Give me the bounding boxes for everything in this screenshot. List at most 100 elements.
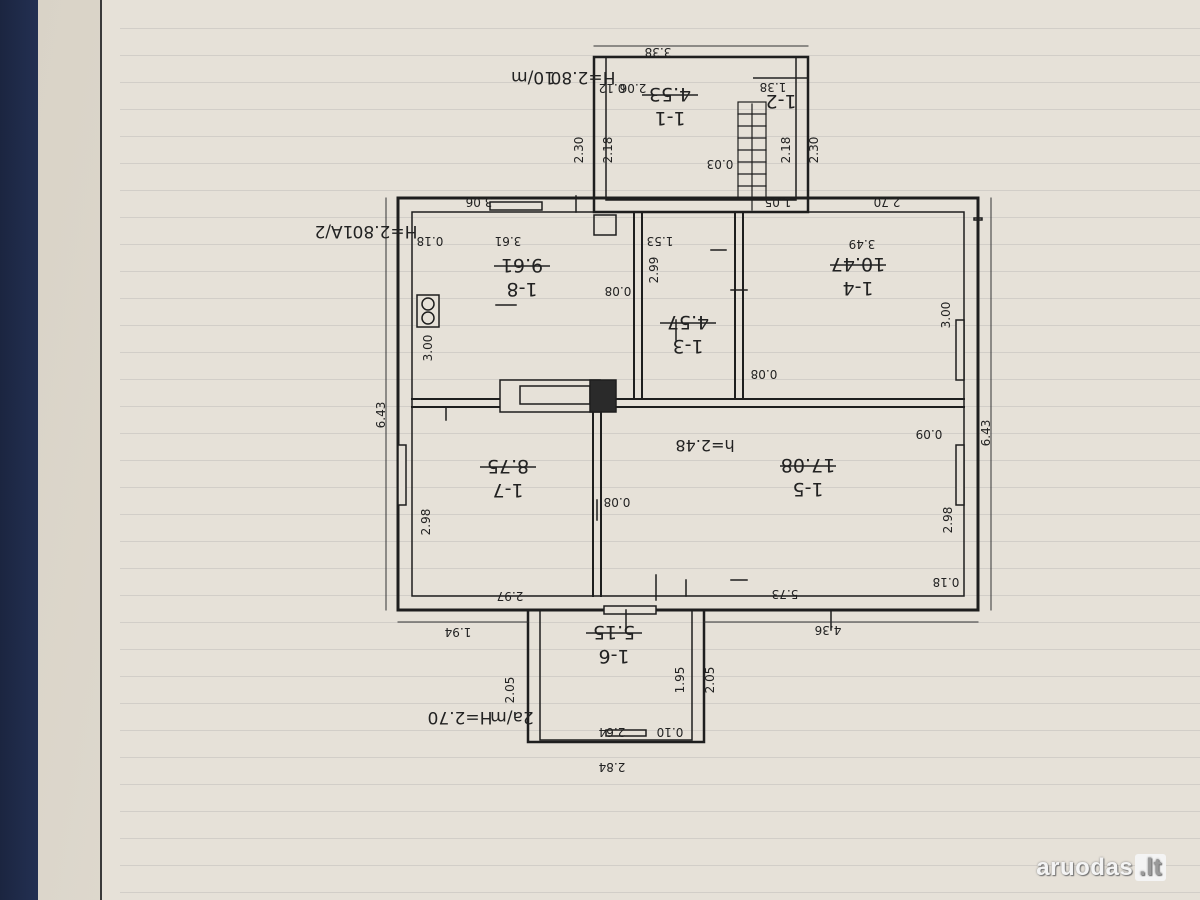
dim-porch-outer-width: 2.84 — [599, 760, 626, 774]
watermark-tld: .lt — [1135, 854, 1166, 881]
room-area-1-4: 10.47 — [831, 253, 885, 275]
ruled-line — [120, 379, 1200, 380]
dim-room4-partition: 0.08 — [751, 367, 778, 381]
ruled-line — [120, 433, 1200, 434]
ruled-line — [120, 244, 1200, 245]
room-area-1-5: 17.08 — [781, 454, 835, 476]
ruled-line — [120, 865, 1200, 866]
outer-walls — [396, 196, 980, 612]
ruled-line — [120, 703, 1200, 704]
room-id-1-1: 1-1 — [654, 107, 685, 129]
ruled-line — [120, 298, 1200, 299]
section-main-height: H=2.80 — [353, 221, 418, 241]
dim-top-ext-right-outer: 2.30 — [807, 137, 821, 164]
ruled-line — [120, 352, 1200, 353]
dim-top-ext-right-inner: 2.18 — [779, 137, 793, 164]
ruled-line — [120, 811, 1200, 812]
dim-room8-top: 3.61 — [495, 234, 522, 248]
hallway-height: h=2.48 — [675, 436, 734, 455]
ruled-line — [120, 460, 1200, 461]
ruled-line — [120, 325, 1200, 326]
dim-top-right-outer: 2.70 — [874, 195, 901, 209]
ruled-line — [120, 784, 1200, 785]
dim-top-ext-inner: 2.06 — [620, 81, 647, 95]
ruled-line — [120, 676, 1200, 677]
room-id-1-8: 1-8 — [506, 278, 537, 300]
watermark-brand: aruodas — [1036, 854, 1134, 881]
dim-porch-wall: 0.10 — [657, 725, 684, 739]
dim-room7-partition: 0.08 — [604, 495, 631, 509]
ruled-line — [120, 271, 1200, 272]
inner-page — [100, 0, 1200, 900]
dim-porch-left-inner: 1.95 — [673, 667, 687, 694]
dim-top-ext-left-outer: 2.30 — [572, 137, 586, 164]
ruled-line — [120, 514, 1200, 515]
staircase — [737, 101, 767, 211]
dim-bottom-left-outer: 1.94 — [445, 625, 472, 639]
section-top-label: 10/m — [511, 67, 555, 87]
ruled-line — [120, 28, 1200, 29]
ruled-line — [120, 649, 1200, 650]
room-id-1-7: 1-7 — [492, 479, 523, 501]
ruled-line — [120, 163, 1200, 164]
dim-stair-bottom: 1.05 — [765, 195, 792, 209]
ruled-line — [120, 568, 1200, 569]
dimension-lines — [385, 45, 992, 623]
section-main-label: 1A/2 — [315, 221, 354, 241]
dim-room5-width: 5.73 — [772, 587, 799, 601]
dim-room8-wall: 0.18 — [417, 234, 444, 248]
extension-walls — [592, 55, 810, 214]
dim-right-outer: 6.43 — [979, 420, 993, 447]
room-id-1-2: 1-2 — [765, 90, 796, 112]
ruled-line — [120, 892, 1200, 893]
ruled-line — [120, 109, 1200, 110]
ruled-line — [120, 217, 1200, 218]
dim-room8-partition: 0.08 — [605, 284, 632, 298]
dim-porch-left-outer: 2.05 — [503, 677, 517, 704]
dim-top-ext-small: 0.03 — [707, 157, 734, 171]
dim-stair-width: 1.38 — [760, 80, 787, 94]
room-id-1-5: 1-5 — [792, 478, 823, 500]
stove-fixture — [416, 214, 617, 413]
dim-room3-top: 1.53 — [647, 234, 674, 248]
section-top-height: H=2.80 — [551, 67, 616, 87]
ruled-line — [120, 82, 1200, 83]
room-area-1-7: 8.75 — [487, 455, 529, 477]
room-area-1-3: 4.57 — [667, 311, 709, 333]
room-area-1-1: 4.53 — [649, 83, 691, 105]
dim-room8-height: 3.00 — [421, 335, 435, 362]
dim-room7-height: 2.98 — [419, 509, 433, 536]
ruled-line — [120, 622, 1200, 623]
dim-room3-height: 2.99 — [647, 257, 661, 284]
dim-room5-height: 2.98 — [941, 507, 955, 534]
dim-room5-partition: 0.09 — [916, 427, 943, 441]
ruled-line — [120, 838, 1200, 839]
ruled-line — [120, 757, 1200, 758]
room-id-1-6: 1-6 — [598, 645, 629, 667]
room-area-1-8: 9.61 — [501, 254, 543, 276]
ruled-line — [120, 541, 1200, 542]
dim-top-ext-width: 3.38 — [645, 45, 672, 59]
dim-top-ext-left-inner: 2.18 — [601, 137, 615, 164]
ruled-line — [120, 136, 1200, 137]
windows — [397, 201, 983, 737]
ruled-line — [120, 730, 1200, 731]
dim-room4-height: 3.00 — [939, 302, 953, 329]
room-area-1-6: 5.15 — [593, 621, 635, 643]
dim-top-ext-wall: 0.12 — [599, 81, 626, 95]
room-id-1-4: 1-4 — [842, 277, 873, 299]
section-bottom-label: 2a/m — [490, 707, 534, 727]
dim-porch-inner-width: 2.64 — [599, 725, 626, 739]
dim-room5-wall: 0.18 — [933, 575, 960, 589]
dim-top-left-outer: 3.06 — [466, 195, 493, 209]
ruled-line — [120, 190, 1200, 191]
section-bottom-height: H=2.70 — [428, 707, 493, 727]
ruled-line — [120, 487, 1200, 488]
dim-bottom-right-outer: 4.36 — [815, 623, 842, 637]
dim-room7-width: 2.97 — [497, 589, 524, 603]
dim-left-outer: 6.43 — [374, 402, 388, 429]
dim-room4-top: 3.49 — [849, 237, 876, 251]
